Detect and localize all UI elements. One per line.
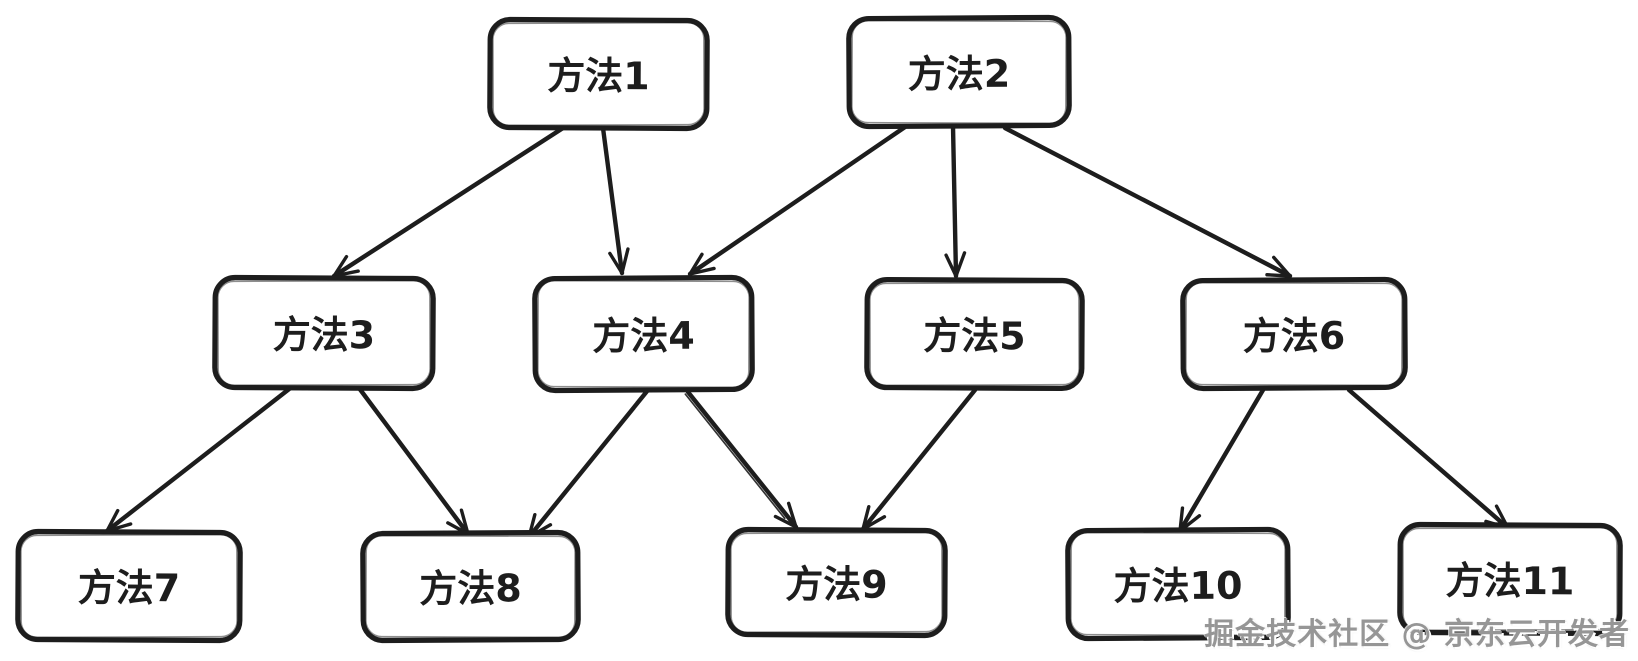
node-method-9: 方法9 [725, 526, 948, 639]
node-box [212, 274, 436, 392]
node-method-6: 方法6 [1180, 276, 1408, 392]
edge-line [104, 383, 296, 534]
edge-line-sketch-stroke [684, 393, 786, 520]
edge-line [356, 385, 471, 537]
node-label: 方法6 [1243, 314, 1346, 359]
node-label: 方法3 [273, 313, 376, 358]
node-box-sketch-stroke [537, 279, 750, 389]
node-box [1397, 521, 1623, 637]
node-method-4: 方法4 [532, 274, 755, 394]
node-label: 方法7 [78, 566, 181, 611]
node-box [360, 529, 581, 644]
node-label: 方法4 [592, 314, 695, 359]
edge-m3-to-m7 [104, 383, 296, 534]
node-box [532, 274, 755, 394]
edge-line [944, 123, 967, 279]
edge-m2-to-m4 [687, 124, 908, 277]
node-box-sketch-stroke [365, 534, 576, 639]
node-label: 方法10 [1113, 564, 1242, 609]
node-method-11: 方法11 [1397, 521, 1623, 637]
edge-m5-to-m9 [860, 387, 978, 532]
node-label: 方法11 [1445, 559, 1574, 604]
node-box [725, 526, 948, 639]
edge-m2-to-m6 [1002, 125, 1293, 279]
edge-line [600, 125, 630, 276]
node-label: 方法2 [908, 52, 1011, 97]
edge-m2-to-m5 [944, 123, 967, 279]
node-label: 方法9 [785, 562, 888, 607]
node-box [1180, 276, 1408, 392]
node-method-7: 方法7 [15, 528, 243, 644]
node-label: 方法8 [419, 566, 522, 611]
node-box [864, 276, 1085, 392]
node-box [1065, 526, 1291, 642]
node-box-sketch-stroke [1070, 531, 1286, 637]
edge-m1-to-m3 [331, 125, 566, 279]
edge-m3-to-m8 [356, 385, 471, 537]
node-label: 方法1 [547, 54, 650, 99]
edge-line [1002, 125, 1293, 279]
node-box [846, 14, 1072, 130]
node-method-2: 方法2 [846, 14, 1072, 130]
edge-line [1177, 387, 1266, 534]
edge-m6-to-m11 [1346, 387, 1511, 531]
edge-m6-to-m10 [1177, 387, 1266, 534]
edges-layer [104, 123, 1511, 540]
node-label: 方法5 [923, 314, 1026, 359]
node-box [15, 528, 243, 644]
edge-line [526, 387, 651, 540]
node-box-sketch-stroke [217, 279, 431, 387]
node-box-sketch-stroke [492, 21, 705, 127]
node-method-8: 方法8 [360, 529, 581, 644]
node-box-sketch-stroke [1402, 526, 1618, 632]
node-box [487, 16, 710, 132]
edge-m4-to-m9 [684, 389, 799, 530]
edge-line [687, 124, 908, 277]
edge-line [860, 387, 978, 532]
edge-line [331, 125, 566, 279]
edge-m1-to-m4 [600, 125, 630, 276]
nodes-layer: 方法1 方法2 方法3 方法4 方法5 方法6 方法7 方法8 方法9 方法10 方法11 [15, 14, 1623, 644]
watermark: 掘金技术社区 @ 京东云开发者 [1204, 617, 1630, 652]
node-box-sketch-stroke [851, 19, 1067, 125]
node-method-5: 方法5 [864, 276, 1085, 392]
node-box-sketch-stroke [730, 531, 943, 634]
edge-m4-to-m8 [526, 387, 651, 540]
node-method-3: 方法3 [212, 274, 436, 392]
node-method-10: 方法10 [1065, 526, 1291, 642]
node-box-sketch-stroke [1185, 281, 1403, 387]
edge-line [685, 389, 799, 530]
node-box-sketch-stroke [20, 533, 238, 639]
node-box-sketch-stroke [869, 281, 1080, 387]
edge-line [1346, 387, 1511, 531]
node-method-1: 方法1 [487, 16, 710, 132]
